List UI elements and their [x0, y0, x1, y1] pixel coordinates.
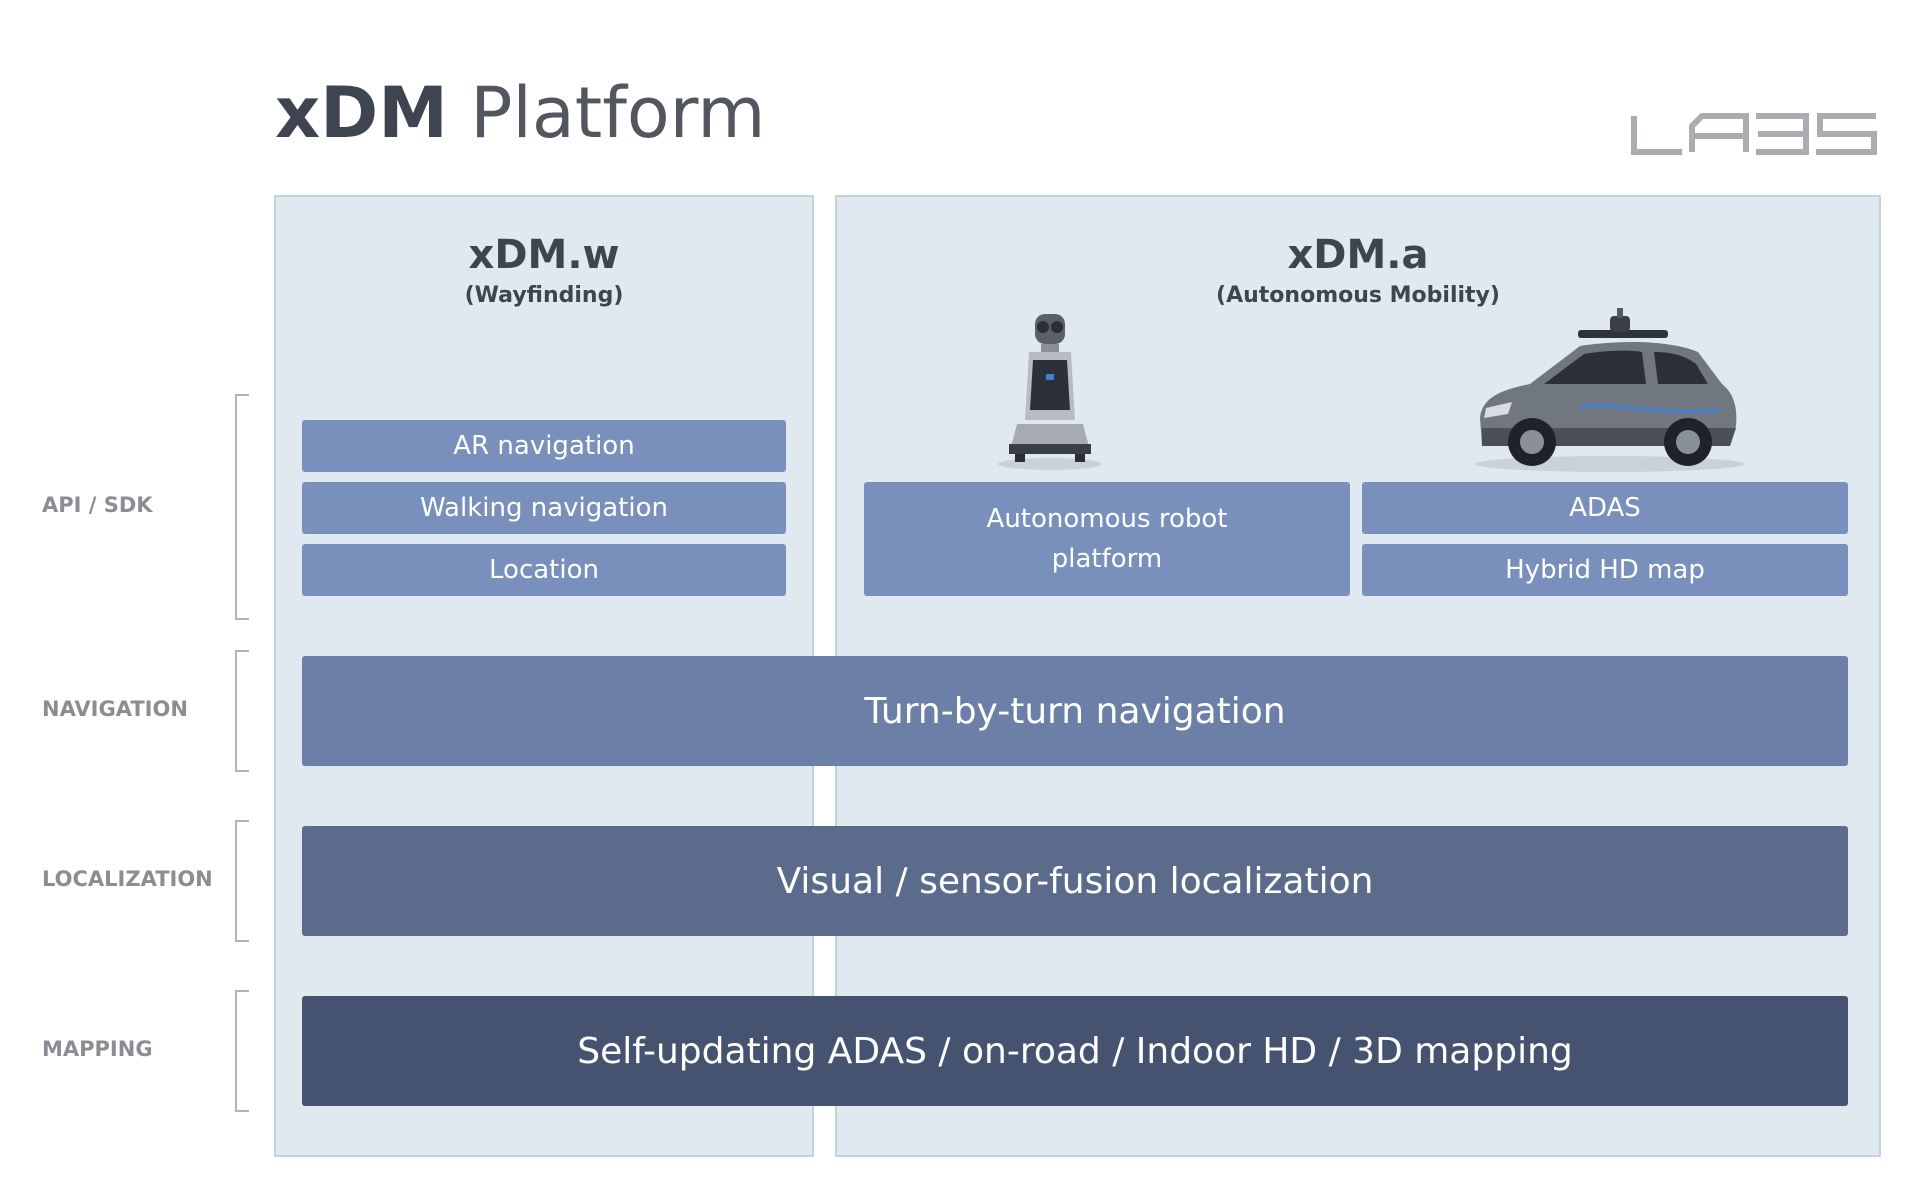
title-bold: xDM — [275, 72, 448, 154]
location-box: Location — [302, 544, 786, 596]
adas-box: ADAS — [1362, 482, 1848, 534]
ar-navigation-box: AR navigation — [302, 420, 786, 472]
title-light: Platform — [470, 72, 766, 154]
wayfinding-subtitle: (Wayfinding) — [464, 283, 624, 308]
localization-band: Visual / sensor-fusion localization — [302, 826, 1848, 936]
layer-label-localization: LOCALIZATION — [42, 867, 213, 891]
bracket-mapping — [235, 990, 249, 1112]
robot-illustration — [998, 314, 1102, 470]
car-illustration — [1475, 308, 1745, 472]
bracket-api — [235, 394, 249, 620]
autonomous-robot-platform-box: Autonomous robot platform — [864, 482, 1350, 596]
layer-label-api: API / SDK — [42, 493, 153, 517]
layer-label-mapping: MAPPING — [42, 1037, 153, 1061]
labs-logo — [1631, 113, 1877, 155]
autonomous-subtitle: (Autonomous Mobility) — [1216, 283, 1500, 308]
robot-platform-line2: platform — [1051, 544, 1163, 574]
page-title: xDM Platform — [275, 78, 765, 148]
autonomous-title: xDM.a — [1287, 232, 1429, 278]
navigation-band: Turn-by-turn navigation — [302, 656, 1848, 766]
bracket-navigation — [235, 650, 249, 772]
hybrid-hd-map-box: Hybrid HD map — [1362, 544, 1848, 596]
walking-navigation-box: Walking navigation — [302, 482, 786, 534]
mapping-band: Self-updating ADAS / on-road / Indoor HD… — [302, 996, 1848, 1106]
layer-label-navigation: NAVIGATION — [42, 697, 188, 721]
bracket-localization — [235, 820, 249, 942]
robot-platform-line1: Autonomous robot — [986, 504, 1228, 534]
wayfinding-title: xDM.w — [468, 232, 620, 278]
